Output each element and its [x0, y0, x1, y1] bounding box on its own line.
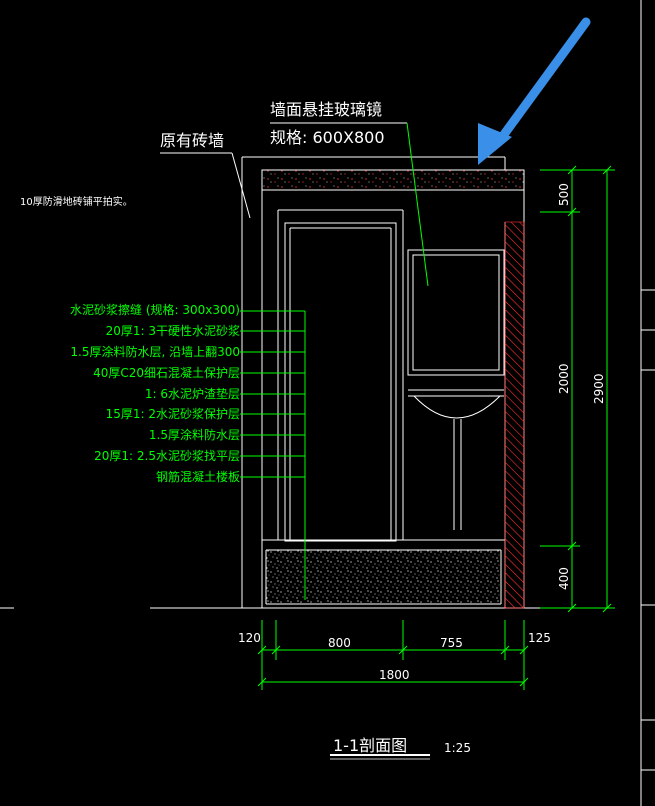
wash-basin: [408, 389, 504, 530]
wall-section: [241, 156, 525, 609]
mirror-spec: 规格: 600X800: [270, 128, 385, 147]
layer-label: 1: 6水泥炉渣垫层: [145, 386, 240, 401]
white-leaders: [160, 122, 407, 219]
floor-fill: [266, 550, 501, 604]
layer-label: 40厚C20细石混凝土保护层: [93, 365, 240, 380]
dim-seg1: 800: [328, 636, 351, 650]
dim-top: 500: [557, 183, 571, 206]
dim-total-vertical: 2900: [592, 373, 606, 404]
dim-mid: 2000: [557, 363, 571, 394]
layer-label: 钢筋混凝土楼板: [156, 469, 240, 484]
layer-label: 20厚1: 2.5水泥砂浆找平层: [94, 448, 240, 463]
layer-label: 1.5厚涂料防水层: [149, 427, 240, 442]
green-leaders: [240, 122, 429, 600]
layer-label: 20厚1: 3干硬性水泥砂浆: [106, 323, 240, 338]
drawing-title: 1-1剖面图: [333, 736, 407, 755]
layer-label: 水泥砂浆擦缝 (规格: 300x300): [70, 302, 240, 317]
mirror: [407, 249, 505, 376]
dim-left: 120: [238, 631, 261, 645]
blue-arrow: [478, 17, 591, 165]
brick-wall-label: 原有砖墙: [160, 131, 224, 150]
mirror-label: 墙面悬挂玻璃镜: [270, 100, 382, 119]
layer-label: 15厚1: 2水泥砂浆保护层: [106, 406, 240, 421]
red-wall-hatch: [504, 221, 525, 609]
drawing-scale: 1:25: [444, 741, 471, 755]
tile-note: 10厚防滑地砖铺平拍实。: [20, 195, 133, 208]
dimension-bottom: [257, 620, 529, 690]
layer-callouts: 水泥砂浆擦缝 (规格: 300x300) 20厚1: 3干硬性水泥砂浆 1.5厚…: [70, 302, 240, 484]
dim-right: 125: [528, 631, 551, 645]
layer-label: 1.5厚涂料防水层, 沿墙上翻300: [70, 344, 240, 359]
dim-seg2: 755: [440, 636, 463, 650]
dim-total: 1800: [379, 668, 410, 682]
title-underline: [330, 754, 430, 760]
dimension-right: [540, 165, 615, 613]
dim-bottom: 400: [557, 567, 571, 590]
